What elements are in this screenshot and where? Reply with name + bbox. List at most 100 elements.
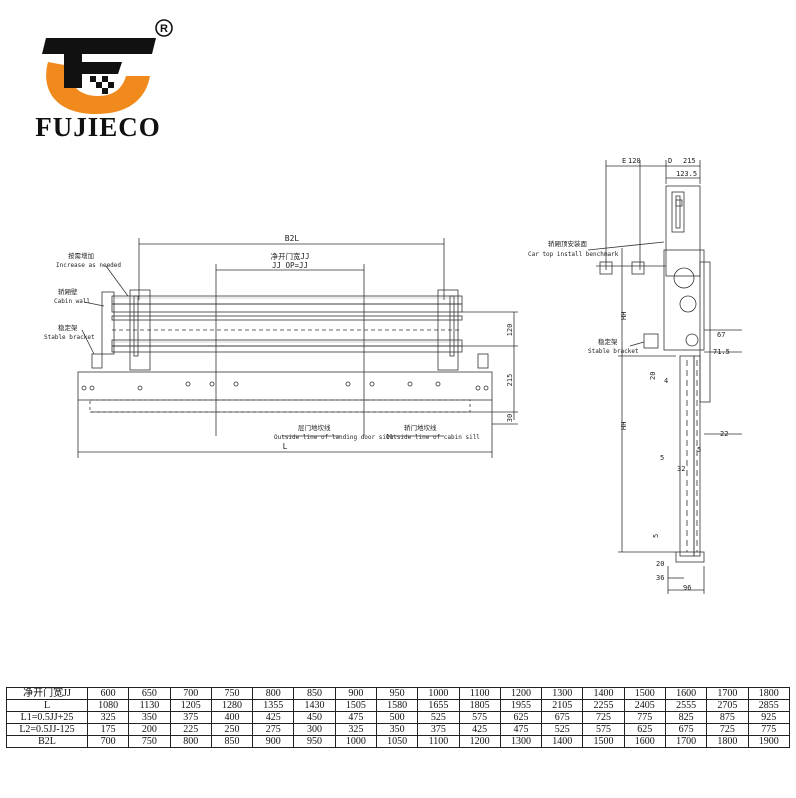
table-cell: 200: [128, 723, 171, 736]
table-row-label: L1=0.5JJ+25: [6, 711, 88, 724]
table-cell: 1200: [499, 687, 543, 700]
table-cell: 1100: [458, 687, 501, 700]
table-cell: 425: [458, 723, 501, 736]
table-cell: 1800: [747, 687, 790, 700]
table-cell: 1130: [128, 699, 171, 712]
dim-hh-label: HH: [620, 312, 628, 320]
dim-123-5-label: 123.5: [676, 170, 697, 178]
table-cell: 1500: [582, 735, 625, 748]
table-cell: 375: [169, 711, 212, 724]
table-cell: 1355: [252, 699, 295, 712]
table-cell: 825: [664, 711, 708, 724]
table-cell: 925: [747, 711, 790, 724]
technical-drawing: B2L 净开门宽JJ JJ OP=JJ L 120 215 30 按需增加 In…: [44, 157, 742, 594]
dim-32-label: 32: [677, 465, 685, 473]
table-cell: 1100: [417, 735, 460, 748]
table-cell: 1900: [747, 735, 790, 748]
table-cell: 225: [169, 723, 212, 736]
table-cell: 475: [334, 711, 377, 724]
dim-96-label: 96: [683, 584, 691, 592]
dim-5a-label: 5: [660, 454, 664, 462]
table-cell: 775: [623, 711, 666, 724]
table-cell: 325: [334, 723, 377, 736]
table-cell: 2705: [706, 699, 749, 712]
logo-orange-swoosh-icon: [46, 62, 150, 114]
table-cell: 850: [293, 687, 336, 700]
table-cell: 650: [128, 687, 171, 700]
table-cell: 525: [541, 723, 584, 736]
table-cell: 1500: [623, 687, 666, 700]
table-cell: 2255: [582, 699, 625, 712]
dim-5c-label: 5: [652, 534, 660, 538]
label-benchmark-cn: 轿厢顶安装面: [548, 239, 588, 248]
label-increase-en: Increase as needed: [56, 262, 121, 269]
label-landing-sill-cn: 层门地坎线: [298, 423, 331, 432]
table-cell: 775: [747, 723, 790, 736]
dim-d-label: D: [668, 157, 672, 165]
dim-jj-label: JJ OP=JJ: [272, 261, 308, 270]
svg-text:R: R: [160, 23, 168, 35]
table-cell: 1300: [541, 687, 584, 700]
table-cell: 1580: [375, 699, 419, 712]
table-cell: 875: [706, 711, 749, 724]
table-cell: 1655: [417, 699, 460, 712]
table-cell: 900: [252, 735, 295, 748]
table-cell: 1805: [458, 699, 501, 712]
table-cell: 350: [128, 711, 171, 724]
table-cell: 675: [664, 723, 708, 736]
table-cell: 950: [375, 687, 419, 700]
table-cell: 375: [417, 723, 460, 736]
table-cell: 2855: [747, 699, 790, 712]
table-cell: 1505: [334, 699, 377, 712]
dim-120-label: 120: [506, 324, 514, 337]
table-cell: 1080: [86, 699, 130, 712]
label-stable-en: Stable bracket: [44, 334, 95, 341]
table-cell: 1400: [582, 687, 625, 700]
table-cell: 700: [86, 735, 130, 748]
table-cell: 425: [252, 711, 295, 724]
dim-hh2-label: HH: [620, 422, 628, 430]
label-stable-side-en: Stable bracket: [588, 348, 639, 355]
table-cell: 2105: [541, 699, 584, 712]
table-cell: 625: [499, 711, 543, 724]
dim-20-label: 20: [649, 372, 657, 380]
table-row-label: L: [6, 699, 88, 712]
table-cell: 475: [499, 723, 543, 736]
table-cell: 250: [210, 723, 254, 736]
dim-4-label: 4: [664, 377, 668, 385]
table-cell: 1200: [458, 735, 501, 748]
table-row-label: B2L: [6, 735, 88, 748]
table-cell: 600: [86, 687, 130, 700]
table-cell: 1600: [623, 735, 666, 748]
dim-l-label: L: [283, 442, 288, 451]
table-cell: 2405: [623, 699, 666, 712]
table-cell: 1205: [169, 699, 212, 712]
dim-215-label: 215: [506, 374, 514, 387]
table-cell: 325: [86, 711, 130, 724]
table-row-label: L2=0.5JJ-125: [6, 723, 88, 736]
label-cabin-sill-cn: 轿门地坎线: [404, 423, 437, 432]
label-cabin-wall-en: Cabin wall: [54, 298, 91, 305]
table-cell: 850: [210, 735, 254, 748]
dim-5b-label: 5: [697, 446, 701, 454]
table-cell: 1800: [706, 735, 749, 748]
table-cell: 1000: [334, 735, 377, 748]
label-stable-side-cn: 稳定架: [598, 337, 618, 346]
label-cabin-sill-en: Outside line of cabin sill: [386, 434, 480, 441]
table-row-label: 净开门宽JJ: [6, 687, 88, 700]
table-cell: 1000: [417, 687, 460, 700]
table-cell: 575: [458, 711, 501, 724]
label-cabin-wall-cn: 轿厢壁: [58, 287, 78, 296]
table-cell: 525: [417, 711, 460, 724]
dim-e-label: E: [622, 157, 626, 165]
table-cell: 625: [623, 723, 666, 736]
table-cell: 1400: [541, 735, 584, 748]
table-cell: 350: [375, 723, 419, 736]
table-cell: 725: [706, 723, 749, 736]
dim-22-label: 22: [720, 430, 728, 438]
table-cell: 750: [210, 687, 254, 700]
table-cell: 725: [582, 711, 625, 724]
